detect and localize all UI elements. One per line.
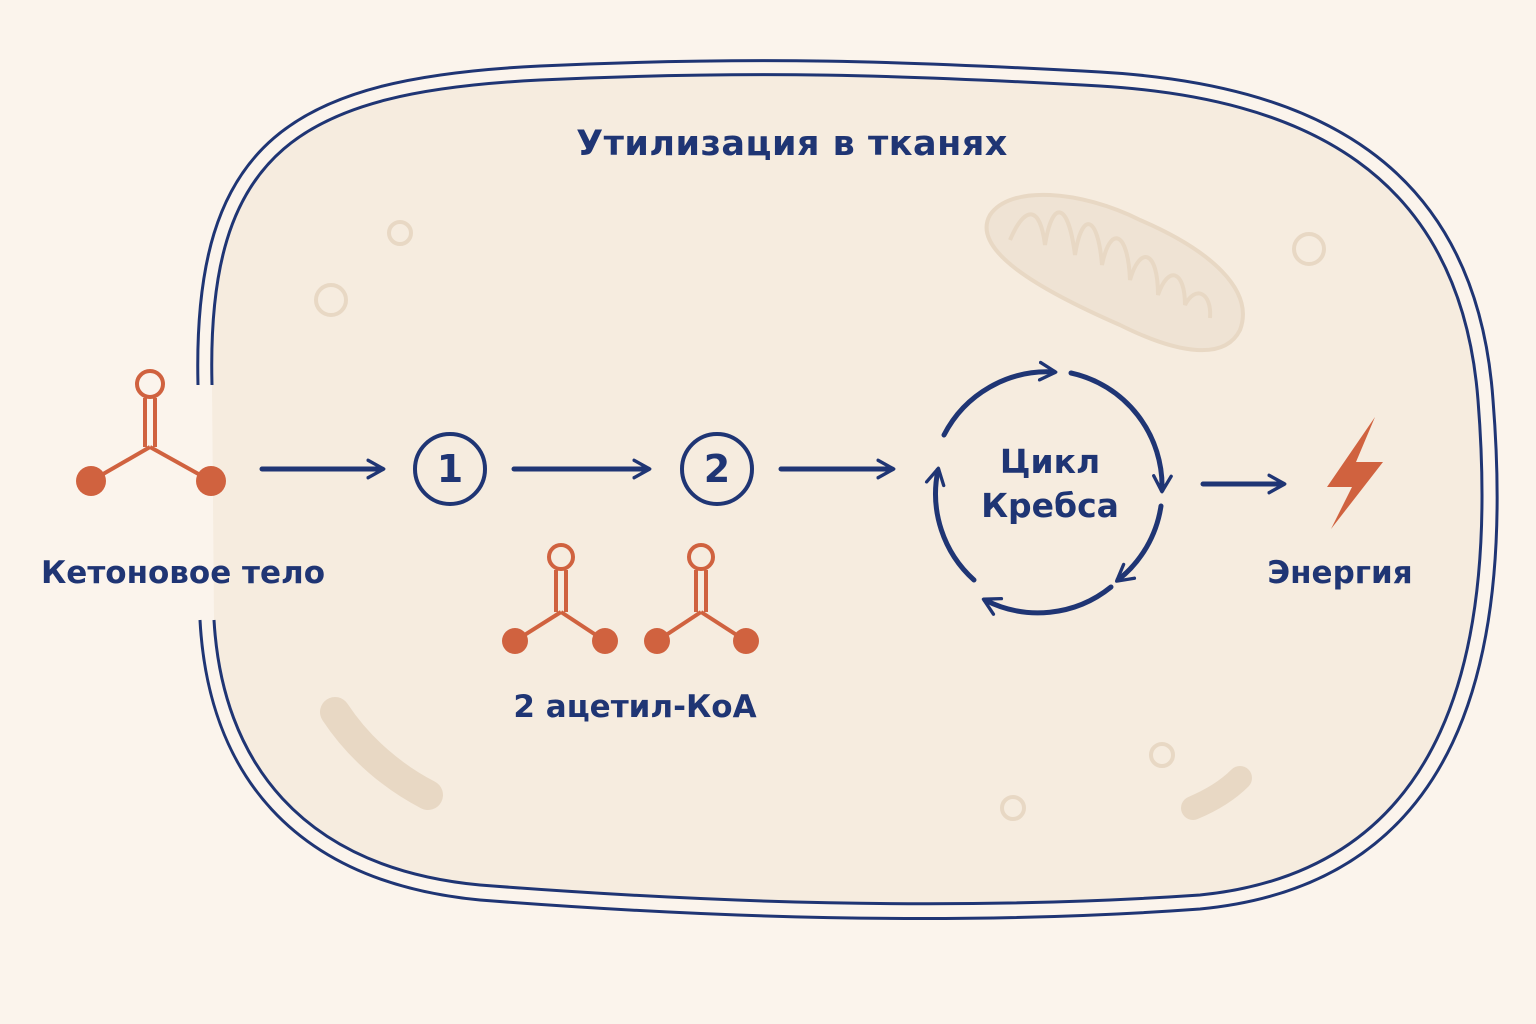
cycle-arc [941,360,1058,438]
vesicle [1292,232,1326,266]
acetyl-coa-molecule-icon [644,543,759,654]
cell-membrane-outer [196,59,1499,921]
vesicle [314,283,348,317]
ketone-molecule-icon [76,369,226,496]
mitochondrion [984,192,1245,353]
vesicle [387,220,413,246]
cycle-arc [981,584,1114,616]
lightning-bolt-icon [1327,417,1383,529]
step-1-number: 1 [436,447,464,491]
acetyl-coa-label: 2 ацетил-КоА [513,689,757,725]
krebs-cycle-line1: Цикл [999,442,1101,481]
ketone-body-label: Кетоновое тело [40,555,326,591]
energy-label: Энергия [1267,555,1413,591]
diagram-title: Утилизация в тканях [576,124,1008,164]
step-2-circle [680,432,754,506]
vesicle [1000,795,1026,821]
cycle-arc [1068,370,1173,494]
krebs-cycle-label: Цикл Кребса [920,440,1180,527]
step-1-circle [413,432,487,506]
cycle-arc [924,466,977,583]
organelles [314,192,1326,821]
krebs-cycle-ring [924,360,1173,616]
krebs-cycle-line2: Кребса [981,485,1119,525]
vesicle [1149,742,1175,768]
er-tubule [1181,766,1252,820]
flow-arrows [259,458,1287,495]
er-tubule [320,697,443,810]
cycle-arc [1114,503,1164,583]
acetyl-coa-molecule-icon [502,543,618,654]
step-2-number: 2 [703,447,731,491]
